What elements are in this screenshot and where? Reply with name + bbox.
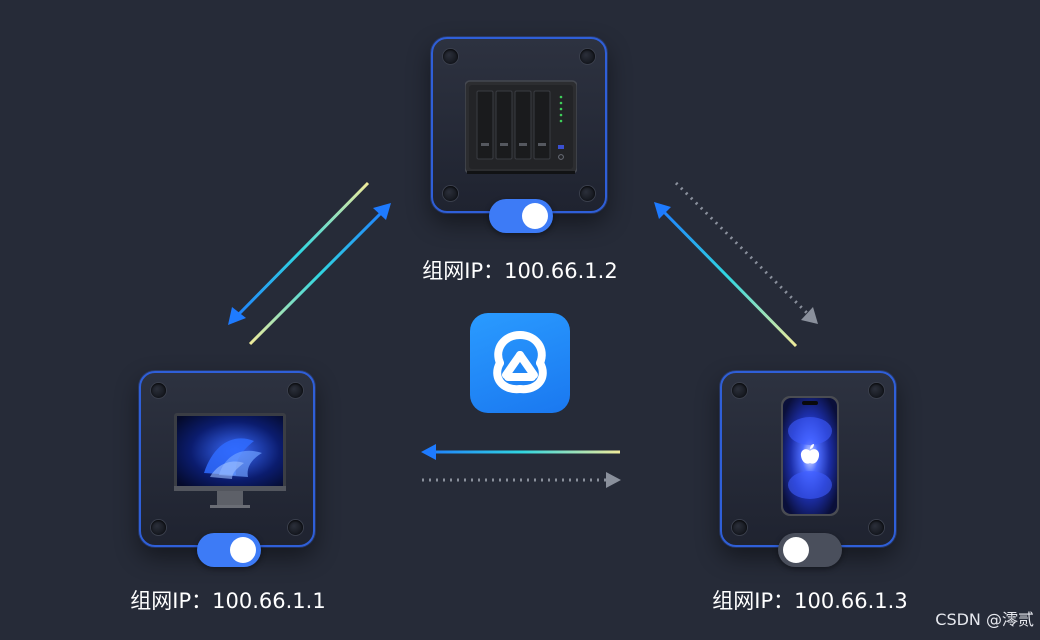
pc-toggle-switch[interactable] bbox=[197, 533, 261, 567]
app-logo bbox=[470, 313, 570, 413]
arrow-nas-to-phone bbox=[674, 181, 810, 316]
app-logo-icon bbox=[493, 331, 547, 394]
arrowhead-nas-to-pc bbox=[228, 307, 246, 325]
arrowhead-nas-to-phone bbox=[801, 307, 818, 324]
arrow-nas-to-pc bbox=[236, 181, 370, 317]
phone-toggle-switch[interactable] bbox=[778, 533, 842, 567]
nas-icon bbox=[465, 80, 577, 174]
node-phone bbox=[720, 371, 896, 567]
arrow-phone-to-nas bbox=[660, 208, 798, 348]
toggle-knob bbox=[783, 537, 809, 563]
monitor-icon bbox=[174, 413, 286, 508]
screw-icon bbox=[732, 520, 747, 535]
screw-icon bbox=[869, 520, 884, 535]
screw-icon bbox=[732, 383, 747, 398]
screw-icon bbox=[580, 186, 595, 201]
screw-icon bbox=[869, 383, 884, 398]
node-pc bbox=[139, 371, 315, 567]
arrowhead-phone-to-pc bbox=[421, 444, 436, 460]
toggle-knob bbox=[230, 537, 256, 563]
screw-icon bbox=[151, 383, 166, 398]
watermark: CSDN @澪贰 bbox=[935, 610, 1034, 629]
arrowhead-phone-to-nas bbox=[654, 202, 671, 219]
screw-icon bbox=[151, 520, 166, 535]
phone-ip-label: 组网IP：100.66.1.3 bbox=[712, 589, 908, 613]
phone-icon bbox=[781, 396, 839, 516]
screw-icon bbox=[443, 186, 458, 201]
screw-icon bbox=[580, 49, 595, 64]
arrow-pc-to-nas bbox=[248, 210, 384, 346]
arrowhead-pc-to-phone bbox=[606, 472, 621, 488]
screw-icon bbox=[288, 383, 303, 398]
nas-ip-label: 组网IP：100.66.1.2 bbox=[422, 259, 618, 283]
arrowhead-pc-to-nas bbox=[373, 203, 391, 220]
pc-ip-label: 组网IP：100.66.1.1 bbox=[130, 589, 326, 613]
toggle-knob bbox=[522, 203, 548, 229]
node-nas bbox=[431, 37, 607, 233]
nas-toggle-switch[interactable] bbox=[489, 199, 553, 233]
screw-icon bbox=[288, 520, 303, 535]
screw-icon bbox=[443, 49, 458, 64]
